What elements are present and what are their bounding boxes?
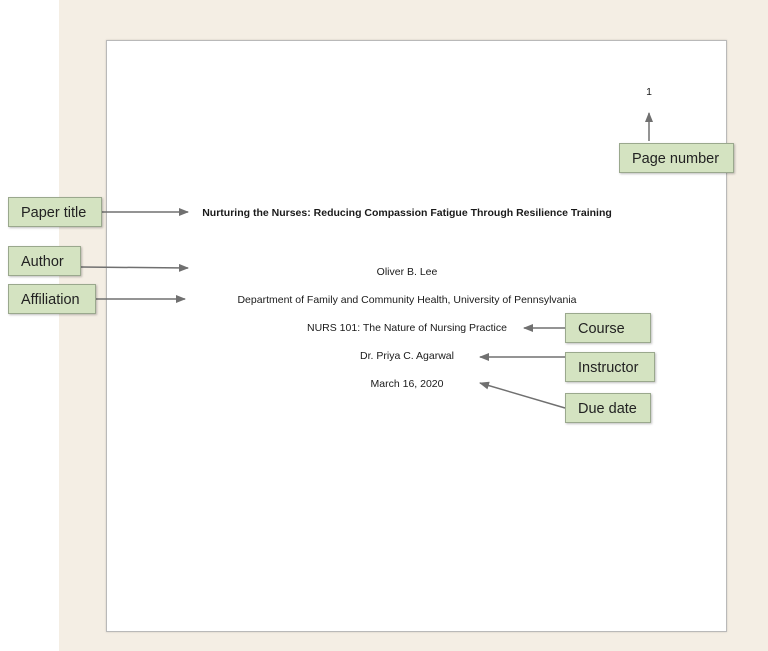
callout-author: Author (8, 246, 81, 276)
affiliation-text: Department of Family and Community Healt… (237, 294, 577, 306)
callout-due-date: Due date (565, 393, 651, 423)
callout-page-number: Page number (619, 143, 734, 173)
callout-paper-title: Paper title (8, 197, 102, 227)
paper-title: Nurturing the Nurses: Reducing Compassio… (202, 207, 612, 219)
callout-instructor: Instructor (565, 352, 655, 382)
due-date-text: March 16, 2020 (370, 378, 444, 390)
instructor-text: Dr. Priya C. Agarwal (360, 350, 454, 362)
page-number: 1 (646, 86, 652, 98)
arrow-due-date (479, 381, 566, 409)
author-name: Oliver B. Lee (376, 266, 438, 278)
callout-affiliation: Affiliation (8, 284, 96, 314)
course-text: NURS 101: The Nature of Nursing Practice (307, 322, 507, 334)
callout-course: Course (565, 313, 651, 343)
arrow-author (80, 263, 189, 272)
